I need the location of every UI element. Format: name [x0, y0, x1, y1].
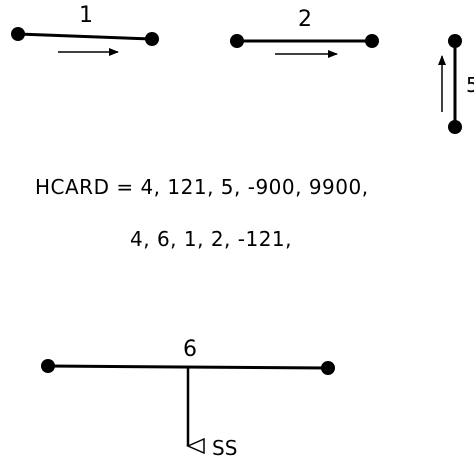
element-2-label: 2	[298, 7, 312, 32]
element-2: 2	[230, 7, 379, 58]
hcard-line-2: 4, 6, 1, 2, -121,	[130, 227, 292, 251]
element-6: 6 SS	[41, 337, 335, 460]
element-1-label: 1	[79, 3, 93, 28]
node-dot	[145, 32, 159, 46]
support-label: SS	[212, 436, 237, 460]
node-dot	[11, 27, 25, 41]
node-dot	[230, 34, 244, 48]
node-dot	[365, 34, 379, 48]
node-dot	[321, 361, 335, 375]
element-1: 1	[11, 3, 159, 56]
element-6-label: 6	[183, 337, 197, 362]
node-dot	[448, 34, 462, 48]
element-5: 5	[438, 34, 474, 134]
support-triangle	[186, 437, 205, 455]
node-dot	[448, 120, 462, 134]
element-5-label: 5	[466, 73, 474, 97]
hcard-line-1: HCARD = 4, 121, 5, -900, 9900,	[35, 175, 369, 199]
node-dot	[41, 359, 55, 373]
